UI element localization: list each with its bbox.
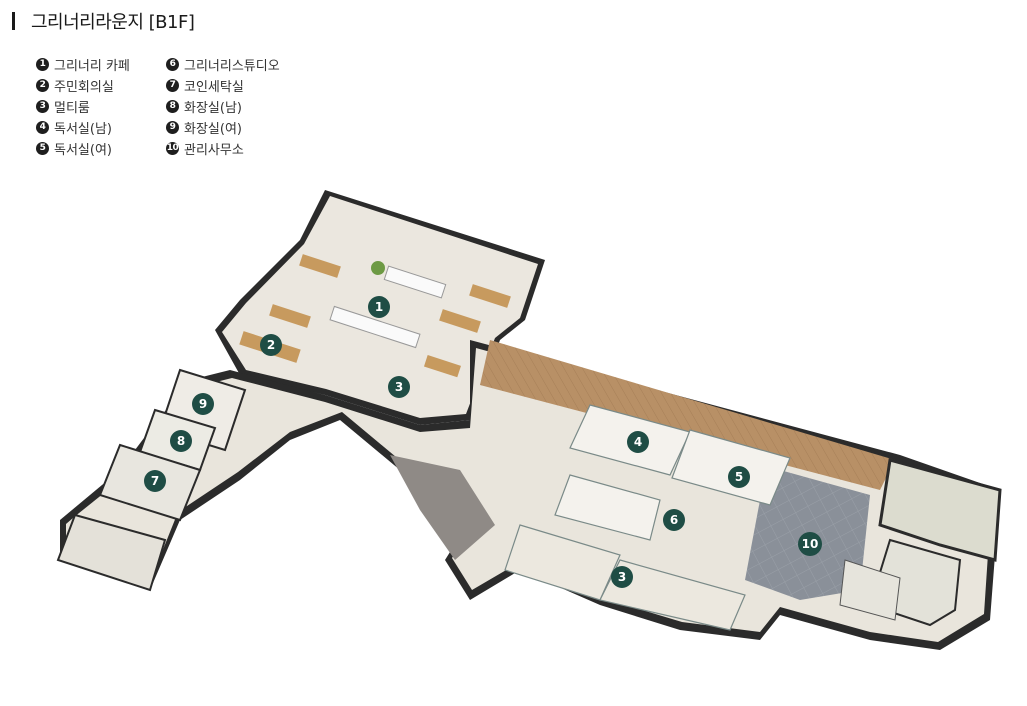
svg-text:10: 10 — [802, 537, 819, 551]
marker-multiroom-2[interactable]: 3 — [611, 566, 633, 588]
legend-item: 6 그리너리스튜디오 — [166, 55, 306, 74]
legend-label: 그리너리스튜디오 — [184, 58, 280, 74]
title-accent-bar — [12, 12, 15, 30]
legend-item: 9 화장실(여) — [166, 118, 306, 137]
legend-number-badge: 3 — [36, 99, 49, 113]
legend-label: 주민회의실 — [54, 79, 114, 95]
legend-label: 독서실(여) — [54, 142, 112, 158]
legend-number-badge: 8 — [166, 99, 179, 113]
svg-text:4: 4 — [634, 435, 642, 449]
room-markers: 1 2 3 3 4 5 6 7 8 9 10 — [144, 296, 822, 588]
marker-meeting-room[interactable]: 2 — [260, 334, 282, 356]
legend-label: 멀티룸 — [54, 100, 90, 116]
legend-item: 2 주민회의실 — [36, 76, 166, 95]
legend-item: 3 멀티룸 — [36, 97, 166, 116]
legend-label: 독서실(남) — [54, 121, 112, 137]
svg-text:1: 1 — [375, 300, 383, 314]
marker-laundry[interactable]: 7 — [144, 470, 166, 492]
marker-toilet-men[interactable]: 8 — [170, 430, 192, 452]
legend-number-badge: 9 — [166, 120, 179, 134]
svg-text:3: 3 — [395, 380, 403, 394]
legend-number-badge: 1 — [36, 57, 49, 71]
lounge-floor — [390, 455, 495, 560]
svg-text:2: 2 — [267, 338, 275, 352]
svg-text:3: 3 — [618, 570, 626, 584]
legend-item: 10 관리사무소 — [166, 139, 306, 158]
marker-multiroom[interactable]: 3 — [388, 376, 410, 398]
marker-cafe[interactable]: 1 — [368, 296, 390, 318]
legend-label: 그리너리 카페 — [54, 58, 130, 74]
legend-number-badge: 10 — [166, 141, 179, 155]
legend-item: 4 독서실(남) — [36, 118, 166, 137]
legend-item: 5 독서실(여) — [36, 139, 166, 158]
svg-text:5: 5 — [735, 470, 743, 484]
marker-management-office[interactable]: 10 — [798, 532, 822, 556]
svg-text:9: 9 — [199, 397, 207, 411]
legend-number-badge: 2 — [36, 78, 49, 92]
cafe-furniture — [239, 254, 511, 378]
legend-label: 코인세탁실 — [184, 79, 244, 95]
svg-text:6: 6 — [670, 513, 678, 527]
marker-studio[interactable]: 6 — [663, 509, 685, 531]
legend-item: 8 화장실(남) — [166, 97, 306, 116]
legend-item: 1 그리너리 카페 — [36, 55, 166, 74]
svg-text:8: 8 — [177, 434, 185, 448]
legend-label: 화장실(남) — [184, 100, 242, 116]
legend-number-badge: 4 — [36, 120, 49, 134]
legend-number-badge: 5 — [36, 141, 49, 155]
marker-reading-room-women[interactable]: 5 — [728, 466, 750, 488]
reading-rooms — [504, 404, 791, 631]
marker-reading-room-men[interactable]: 4 — [627, 431, 649, 453]
legend-label: 화장실(여) — [184, 121, 242, 137]
marker-toilet-women[interactable]: 9 — [192, 393, 214, 415]
legend-item: 7 코인세탁실 — [166, 76, 306, 95]
legend-label: 관리사무소 — [184, 142, 244, 158]
page-header: 그리너리라운지 [B1F] — [12, 8, 195, 34]
east-rooms — [839, 458, 1002, 627]
page-title: 그리너리라운지 [B1F] — [31, 12, 195, 33]
wood-floor-area — [480, 340, 895, 490]
svg-text:7: 7 — [151, 474, 159, 488]
legend-number-badge: 7 — [166, 78, 179, 92]
legend-number-badge: 6 — [166, 57, 179, 71]
